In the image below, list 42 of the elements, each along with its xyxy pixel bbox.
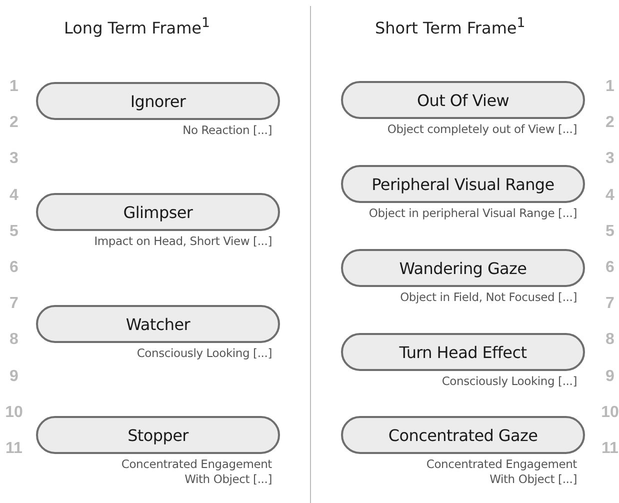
pill-box: Stopper (36, 416, 280, 454)
scale-number: 9 (604, 368, 616, 386)
scale-number: 8 (604, 331, 616, 350)
scale-number: 4 (8, 186, 20, 205)
scale-number: 3 (8, 150, 20, 168)
description-text: Consciously Looking [...] (136, 346, 272, 361)
pill-box: Watcher (36, 305, 280, 343)
scale-number: 9 (8, 368, 20, 386)
description-text: No Reaction [...] (182, 123, 272, 138)
scale-number: 11 (600, 440, 619, 458)
scale-number: 5 (8, 222, 20, 241)
scale-number: 2 (8, 114, 20, 132)
column-heading: Short Term Frame$^{1}$ (375, 16, 526, 38)
scale-number: 4 (604, 186, 616, 205)
scale-number: 2 (604, 114, 616, 132)
description-text: Object in Field, Not Focused [...] (399, 290, 577, 305)
scale-number: 6 (604, 259, 616, 277)
scale-number: 10 (600, 404, 619, 422)
description-text: Impact on Head, Short View [...] (93, 234, 272, 249)
scale-number: 8 (8, 331, 20, 350)
description-text: Object in peripheral Visual Range [...] (368, 206, 577, 221)
scale-number: 3 (604, 150, 616, 168)
scale-number: 10 (4, 404, 24, 422)
pill-box: Glimpser (36, 193, 280, 231)
scale-number: 6 (8, 259, 20, 277)
scale-number: 1 (604, 78, 616, 96)
pill-box: Peripheral Visual Range (341, 165, 585, 203)
description-text: Object completely out of View [...] (386, 122, 577, 137)
pill-box: Out Of View (341, 81, 585, 119)
description-text: Concentrated Engagement With Object [...] (425, 457, 577, 487)
scale-number: 7 (604, 295, 616, 314)
scale-number: 11 (4, 440, 24, 458)
scale-number: 5 (604, 222, 616, 241)
description-text: Concentrated Engagement With Object [...] (120, 457, 272, 487)
description-text: Consciously Looking [...] (440, 374, 577, 389)
pill-box: Wandering Gaze (341, 249, 585, 287)
column-heading: Long Term Frame$^{1}$ (64, 16, 210, 38)
pill-box: Concentrated Gaze (341, 416, 585, 454)
scale-number: 1 (8, 78, 20, 96)
pill-box: Turn Head Effect (341, 333, 585, 371)
scale-number: 7 (8, 295, 20, 314)
pill-box: Ignorer (36, 82, 280, 120)
